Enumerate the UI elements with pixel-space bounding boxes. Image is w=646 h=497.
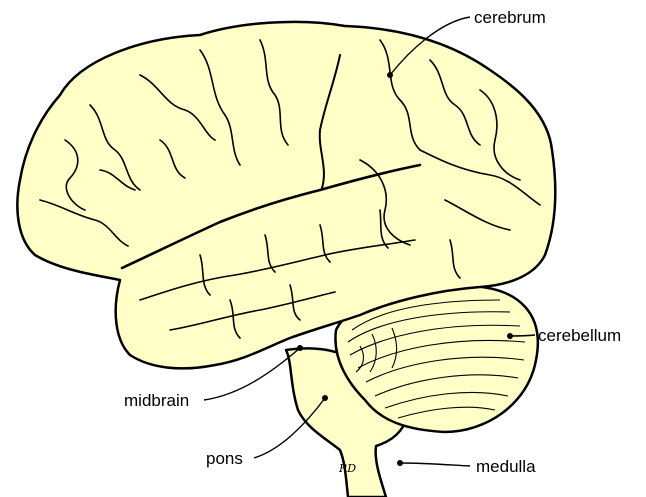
label-midbrain: midbrain <box>124 391 190 410</box>
leader-dots <box>297 72 513 466</box>
cerebrum-shape <box>16 20 557 370</box>
label-medulla: medulla <box>476 457 536 476</box>
leader-midbrain <box>203 347 301 401</box>
label-cerebellum: cerebellum <box>538 326 622 345</box>
label-cerebrum: cerebrum <box>474 8 546 27</box>
leader-cerebrum <box>389 16 471 76</box>
cerebrum-sulci <box>39 39 541 339</box>
leader-medulla <box>399 462 471 467</box>
label-pons: pons <box>206 449 243 468</box>
leader-lines <box>203 16 536 467</box>
artist-signature: RD <box>339 462 357 475</box>
leader-pons <box>253 397 326 459</box>
cerebellum-folia <box>347 299 526 419</box>
